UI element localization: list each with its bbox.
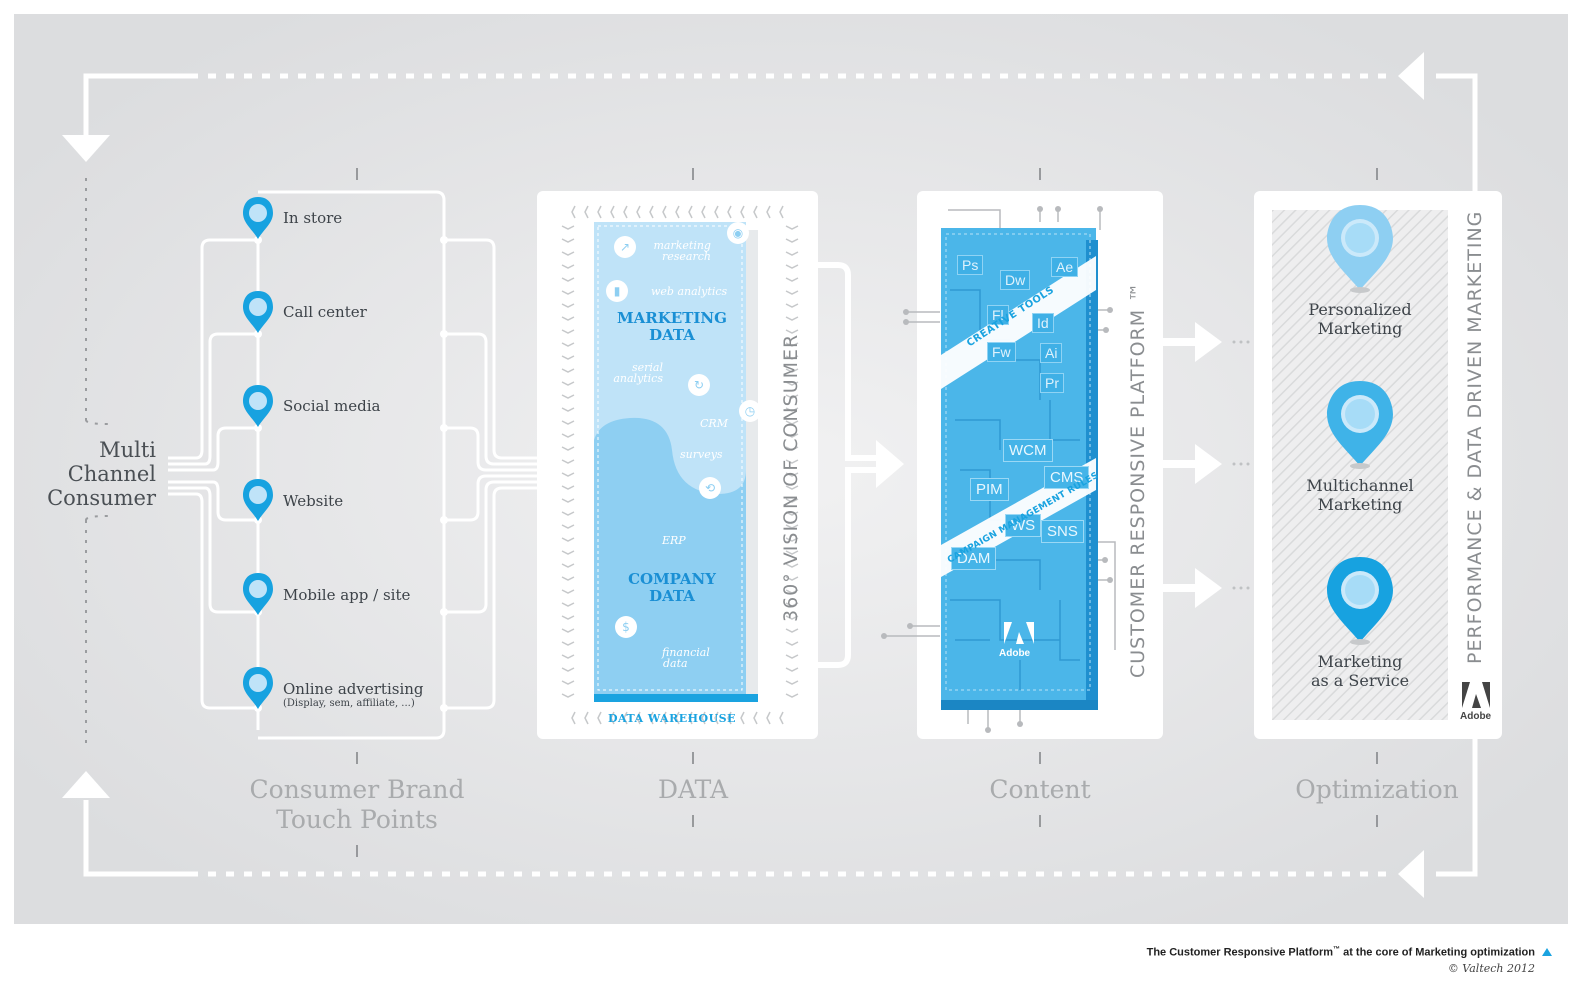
arrow-left-bottom bbox=[1398, 850, 1424, 898]
item-web-analytics: web analytics bbox=[651, 285, 728, 298]
arrow-left-top bbox=[1398, 52, 1424, 100]
bar-chart-icon: ▮ bbox=[606, 280, 628, 302]
adobe-logo-content bbox=[1004, 622, 1034, 644]
stage-touch-points: Consumer Brand Touch Points bbox=[249, 775, 465, 834]
touch-point-in-store: In store bbox=[283, 209, 343, 227]
dollar-icon: $ bbox=[615, 616, 637, 638]
touch-point-online-advertising-sub: (Display, sem, affiliate, ...) bbox=[283, 698, 415, 709]
module-pim: PIM bbox=[970, 478, 1009, 501]
opt-multichannel-marketing: Multichannel Marketing bbox=[1306, 476, 1414, 514]
adobe-label-opt: Adobe bbox=[1460, 711, 1492, 722]
item-serial-analytics: serial analytics bbox=[613, 361, 663, 385]
pin-center bbox=[249, 204, 267, 222]
touch-point-mobile: Mobile app / site bbox=[283, 586, 411, 604]
stage-optimization: Optimization bbox=[1295, 775, 1459, 804]
footer-caption: The Customer Responsive Platform™ at the… bbox=[1146, 946, 1535, 959]
module-dam: DAM bbox=[951, 547, 997, 570]
arrow-up-left bbox=[62, 771, 110, 798]
module-ws: WS bbox=[1005, 514, 1042, 537]
touch-point-online-advertising: Online advertising bbox=[283, 680, 424, 698]
clock-icon: ◷ bbox=[739, 400, 761, 422]
vision-of-consumer-label: 360° VISION OF CONSUMER bbox=[780, 333, 802, 622]
item-erp: ERP bbox=[662, 534, 686, 547]
touch-point-social-media: Social media bbox=[283, 397, 381, 415]
touch-point-website: Website bbox=[283, 492, 344, 510]
tool-fl: Fl bbox=[987, 305, 1009, 325]
tool-ai: Ai bbox=[1040, 343, 1063, 363]
sync-icon: ⟲ bbox=[699, 477, 721, 499]
tool-ps: Ps bbox=[957, 255, 984, 275]
opt-personalized-marketing: Personalized Marketing bbox=[1308, 300, 1412, 338]
multi-channel-consumer: Multi Channel Consumer bbox=[40, 438, 156, 510]
item-marketing-research: marketing research bbox=[653, 239, 711, 263]
pin-center bbox=[249, 392, 267, 410]
footer-copyright: © Valtech 2012 bbox=[1447, 962, 1535, 975]
module-wcm: WCM bbox=[1003, 439, 1053, 462]
customer-responsive-platform-label: CUSTOMER RESPONSIVE PLATFORM ™ bbox=[1127, 281, 1149, 678]
pin-center bbox=[249, 298, 267, 316]
refresh-icon: ↻ bbox=[688, 374, 710, 396]
tool-pr: Pr bbox=[1040, 373, 1064, 393]
item-crm: CRM bbox=[700, 417, 728, 430]
item-surveys: surveys bbox=[680, 448, 723, 461]
pin-center bbox=[249, 580, 267, 598]
module-cms: CMS bbox=[1044, 466, 1090, 489]
opt-marketing-as-a-service: Marketing as a Service bbox=[1310, 652, 1410, 690]
module-sns: SNS bbox=[1041, 520, 1084, 543]
item-financial-data: financial data bbox=[662, 646, 710, 670]
opt-pins bbox=[1327, 205, 1393, 645]
touch-point-call-center: Call center bbox=[283, 303, 367, 321]
marketing-data-label: MARKETING DATA bbox=[617, 309, 727, 344]
arrow-down-left bbox=[62, 135, 110, 162]
adobe-logo-opt bbox=[1460, 680, 1492, 710]
multi-line-2: Channel bbox=[67, 462, 156, 486]
chart-trend-icon: ↗ bbox=[614, 236, 636, 258]
tool-ae: Ae bbox=[1051, 257, 1079, 277]
stage-content: Content bbox=[989, 775, 1091, 804]
pin-center bbox=[249, 486, 267, 504]
stage-data: DATA bbox=[657, 775, 729, 804]
data-warehouse-label: DATA WAREHOUSE bbox=[607, 712, 737, 725]
tool-fw: Fw bbox=[987, 342, 1016, 362]
performance-data-driven-label: PERFORMANCE & DATA DRIVEN MARKETING bbox=[1464, 210, 1486, 664]
touch-pins bbox=[243, 197, 273, 709]
tool-dw: Dw bbox=[1000, 270, 1031, 290]
loop-top bbox=[83, 73, 1478, 195]
eye-icon: ◉ bbox=[727, 222, 749, 244]
company-data-label: COMPANY DATA bbox=[628, 570, 716, 605]
multi-line-1: Multi bbox=[99, 438, 156, 462]
multi-line-3: Consumer bbox=[47, 486, 156, 510]
adobe-label-content: Adobe bbox=[999, 648, 1031, 659]
tool-id: Id bbox=[1032, 313, 1054, 333]
pin-center bbox=[249, 674, 267, 692]
